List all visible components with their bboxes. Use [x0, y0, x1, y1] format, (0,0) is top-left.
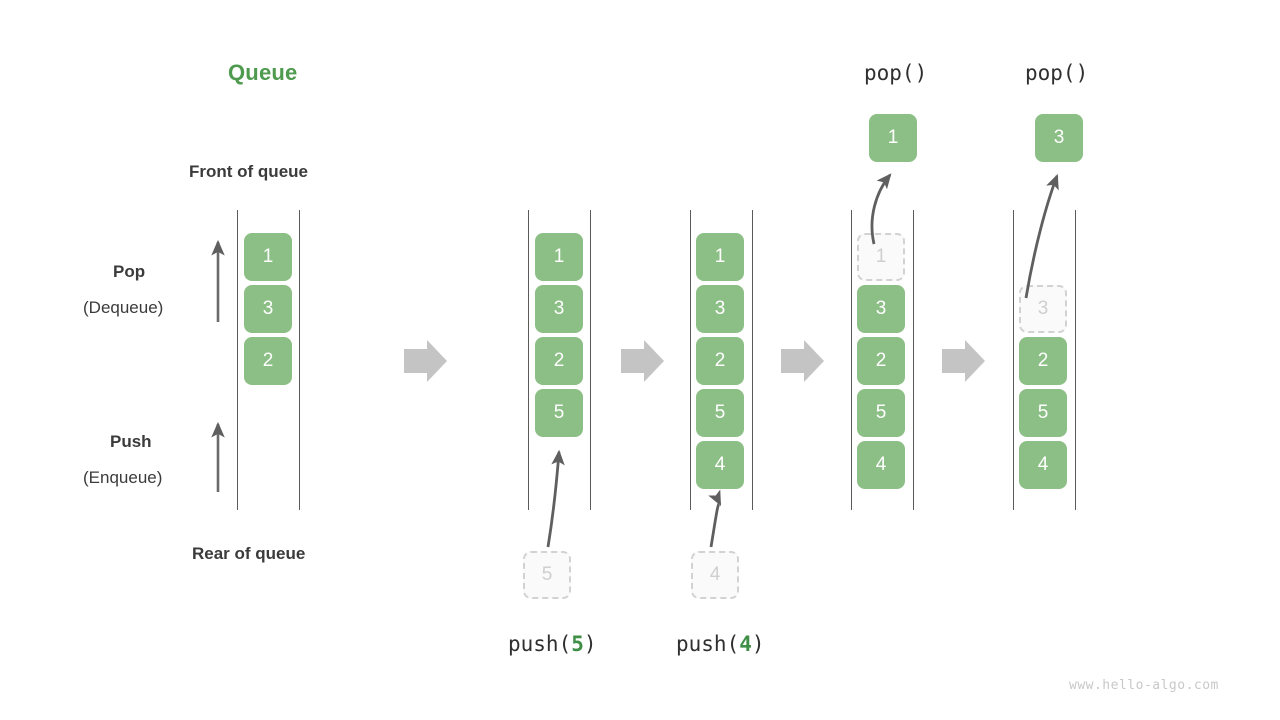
queue-rail-right-3	[752, 210, 753, 510]
queue-element-new: 4	[696, 441, 744, 489]
queue-rail-right-5	[1075, 210, 1076, 510]
queue-element: 4	[857, 441, 905, 489]
queue-element-new: 5	[535, 389, 583, 437]
caption-push-4: push(4)	[676, 632, 765, 656]
caption-close: )	[583, 632, 597, 656]
queue-element: 3	[535, 285, 583, 333]
rear-of-queue-label: Rear of queue	[192, 544, 306, 563]
queue-element: 3	[857, 285, 905, 333]
queue-element: 5	[696, 389, 744, 437]
pop-arrow-2	[1024, 173, 1059, 299]
step-arrow-3	[781, 340, 824, 382]
step-arrow-2	[621, 340, 664, 382]
queue-element: 5	[857, 389, 905, 437]
caption-text: push(	[508, 632, 572, 656]
queue-rail-left-1	[237, 210, 238, 510]
queue-element: 2	[857, 337, 905, 385]
push-sublabel: (Enqueue)	[83, 468, 163, 487]
queue-element: 2	[535, 337, 583, 385]
pop-label: Pop	[113, 262, 146, 281]
queue-rail-right-1	[299, 210, 300, 510]
queue-element: 2	[244, 337, 292, 385]
push-arrow-4	[708, 489, 722, 548]
watermark: www.hello-algo.com	[1069, 678, 1219, 693]
popped-element: 3	[1035, 114, 1083, 162]
queue-rail-left-4	[851, 210, 852, 510]
front-of-queue-label: Front of queue	[189, 162, 308, 181]
caption-arg: 4	[739, 632, 752, 656]
caption-pop-2: pop()	[1025, 61, 1089, 85]
removed-element-ghost: 1	[857, 233, 905, 281]
caption-arg: 5	[571, 632, 584, 656]
push-arrow-5	[546, 449, 565, 548]
queue-element: 3	[244, 285, 292, 333]
queue-element: 1	[535, 233, 583, 281]
caption-close: )	[751, 632, 765, 656]
push-label: Push	[110, 432, 152, 451]
queue-element: 2	[696, 337, 744, 385]
queue-rail-right-2	[590, 210, 591, 510]
caption-text: push(	[676, 632, 740, 656]
queue-element: 3	[696, 285, 744, 333]
queue-rail-left-2	[528, 210, 529, 510]
caption-push-5: push(5)	[508, 632, 597, 656]
diagram-title: Queue	[228, 60, 298, 85]
removed-element-ghost: 3	[1019, 285, 1067, 333]
queue-element: 1	[696, 233, 744, 281]
queue-element: 4	[1019, 441, 1067, 489]
step-arrow-1	[404, 340, 447, 382]
queue-element: 5	[1019, 389, 1067, 437]
caption-pop-1: pop()	[864, 61, 928, 85]
step-arrow-4	[942, 340, 985, 382]
queue-rail-left-5	[1013, 210, 1014, 510]
incoming-element-ghost: 4	[691, 551, 739, 599]
pop-sublabel: (Dequeue)	[83, 298, 164, 317]
queue-rail-right-4	[913, 210, 914, 510]
incoming-element-ghost: 5	[523, 551, 571, 599]
queue-element: 1	[244, 233, 292, 281]
queue-element: 2	[1019, 337, 1067, 385]
queue-rail-left-3	[690, 210, 691, 510]
popped-element: 1	[869, 114, 917, 162]
